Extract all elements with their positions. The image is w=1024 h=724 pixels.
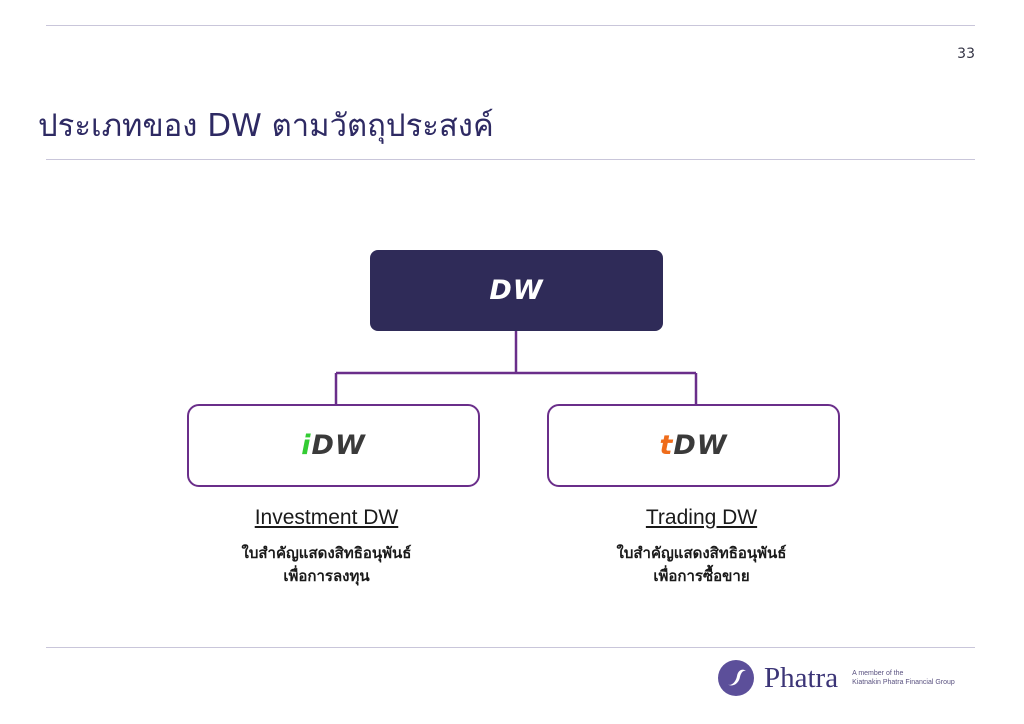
top-divider — [46, 25, 975, 26]
slide-title: ประเภทของ DW ตามวัตถุประสงค์ — [38, 108, 494, 144]
idw-caption: Investment DW ใบสำคัญแสดงสิทธิอนุพันธ์ เ… — [180, 506, 473, 588]
brand-name: Phatra — [764, 661, 839, 694]
tdw-prefix: t — [659, 430, 674, 461]
bottom-divider — [46, 647, 975, 648]
idw-caption-desc-line1: ใบสำคัญแสดงสิทธิอนุพันธ์ — [241, 545, 412, 562]
idw-prefix: i — [301, 430, 312, 461]
tagline-line1: A member of the — [852, 670, 904, 677]
tagline-line2: Kiatnakin Phatra Financial Group — [852, 679, 955, 686]
footer-logo: Phatra A member of the Kiatnakin Phatra … — [718, 660, 955, 696]
title-divider — [46, 159, 975, 160]
page-number: 33 — [957, 46, 975, 62]
brand-tagline: A member of the Kiatnakin Phatra Financi… — [852, 669, 955, 687]
tdw-caption-title: Trading DW — [645, 506, 758, 529]
idw-suffix: DW — [311, 430, 366, 461]
idw-caption-desc-line2: เพื่อการลงทุน — [283, 568, 370, 585]
tdw-suffix: DW — [673, 430, 728, 461]
tdw-caption-desc-line2: เพื่อการซื้อขาย — [653, 568, 750, 585]
phatra-swoosh-icon — [718, 660, 754, 696]
tdw-caption-desc-line1: ใบสำคัญแสดงสิทธิอนุพันธ์ — [616, 545, 787, 562]
root-node-label: DW — [489, 275, 544, 306]
root-node-dw: DW — [370, 250, 663, 331]
idw-caption-title: Investment DW — [254, 506, 399, 529]
tdw-caption: Trading DW ใบสำคัญแสดงสิทธิอนุพันธ์ เพื่… — [555, 506, 848, 588]
